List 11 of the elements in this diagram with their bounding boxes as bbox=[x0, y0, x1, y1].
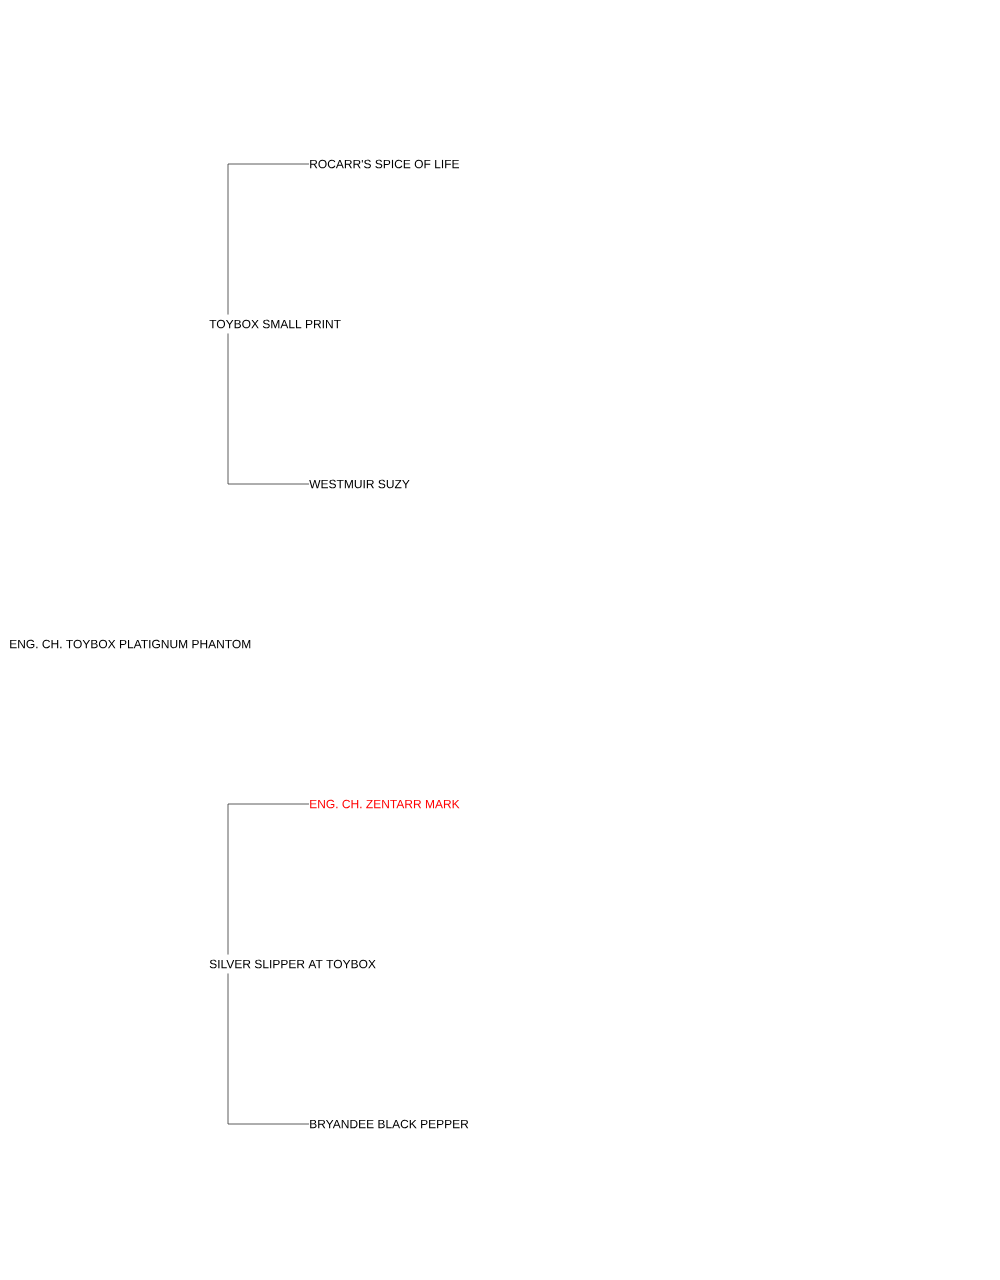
connector-line bbox=[227, 163, 310, 315]
name-label: TOYBOX SMALL PRINT bbox=[209, 319, 341, 329]
name-label: ENG. CH. ZENTARR MARK bbox=[310, 799, 460, 809]
connector-line bbox=[227, 333, 310, 485]
name-label: WESTMUIR SUZY bbox=[309, 479, 410, 489]
name-label: ENG. CH. TOYBOX PLATIGNUM PHANTOM bbox=[10, 639, 251, 649]
connector-line bbox=[227, 803, 310, 955]
name-label: BRYANDEE BLACK PEPPER bbox=[310, 1119, 469, 1129]
connector-line bbox=[227, 973, 310, 1125]
name-label: ROCARR'S SPICE OF LIFE bbox=[310, 159, 459, 169]
name-label: SILVER SLIPPER AT TOYBOX bbox=[209, 959, 376, 969]
